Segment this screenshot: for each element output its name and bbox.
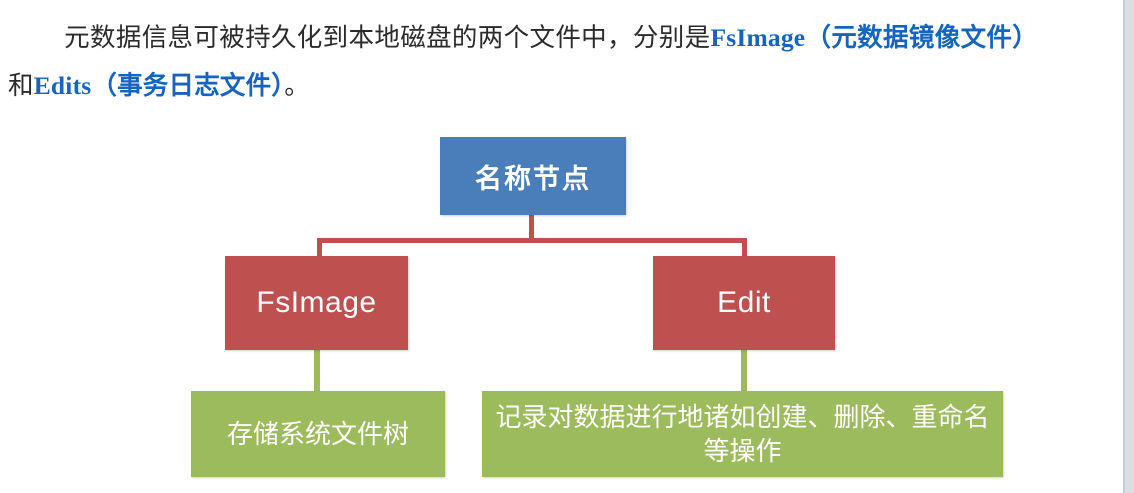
right-rail	[1125, 0, 1134, 493]
term-fsimage-note: （元数据镜像文件）	[805, 24, 1038, 52]
node-name-node-label: 名称节点	[475, 163, 591, 194]
body-paragraph: 元数据信息可被持久化到本地磁盘的两个文件中，分别是FsImage（元数据镜像文件…	[8, 14, 1038, 110]
paragraph-lead-text: 元数据信息可被持久化到本地磁盘的两个文件中，分别是	[64, 24, 711, 52]
node-fsimage[interactable]: FsImage	[225, 256, 408, 350]
node-name-node[interactable]: 名称节点	[440, 137, 626, 215]
node-file-tree-label: 存储系统文件树	[226, 419, 409, 449]
node-operations-log[interactable]: 记录对数据进行地诸如创建、删除、重命名等操作	[482, 391, 1003, 477]
node-edit[interactable]: Edit	[653, 256, 835, 350]
right-rail-line	[1123, 0, 1125, 493]
node-file-tree[interactable]: 存储系统文件树	[191, 391, 445, 477]
node-fsimage-label: FsImage	[256, 286, 377, 319]
connector-drop-right	[742, 238, 747, 258]
node-operations-log-label: 记录对数据进行地诸如创建、删除、重命名等操作	[495, 402, 990, 466]
term-fsimage: FsImage	[710, 23, 806, 52]
connector-drop-left	[317, 238, 322, 258]
connector-root-stem	[529, 215, 534, 241]
term-edits-note: （事务日志文件）	[91, 72, 285, 100]
paragraph-period: 。	[284, 72, 310, 100]
connector-horizontal-bar	[317, 238, 747, 243]
node-edit-label: Edit	[717, 286, 771, 319]
connector-fsimage-to-tree	[314, 350, 320, 392]
term-edits: Edits	[33, 71, 92, 100]
connector-edit-to-ops	[741, 350, 747, 392]
paragraph-conjunction: 和	[8, 72, 34, 100]
